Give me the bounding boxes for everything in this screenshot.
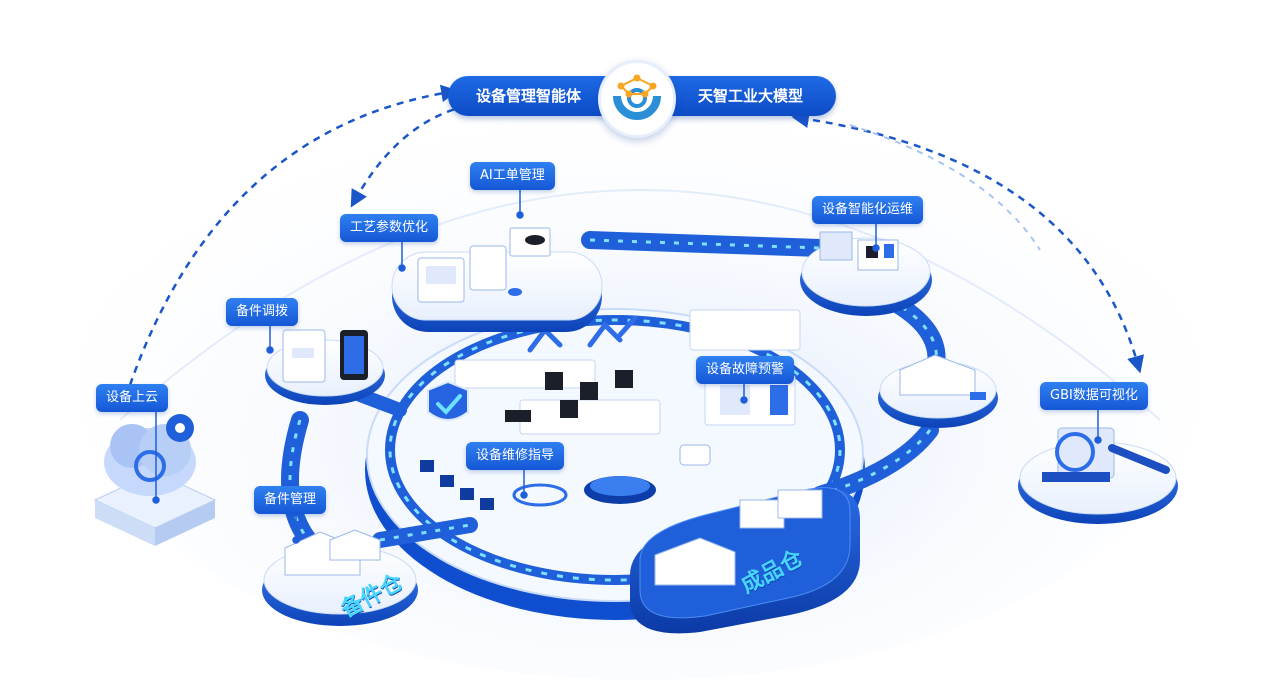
hub-right-label: 天智工业大模型: [658, 76, 836, 116]
label-repair-guide: 设备维修指导: [466, 442, 565, 470]
dashed-connector-process: [350, 103, 471, 208]
conveyor-boxes: [420, 460, 494, 510]
label-gbi-viz: GBI数据可视化: [1040, 382, 1148, 410]
dashed-connector-faint: [849, 124, 1041, 251]
label-smart-ops: 设备智能化运维: [812, 196, 924, 224]
disc-right-warehouse: [878, 354, 998, 428]
main-platform-rim-arrows: [388, 318, 842, 582]
shield-check-icon: [427, 380, 469, 421]
hub-left-label: 设备管理智能体: [448, 76, 628, 116]
disc-smart-ops: [800, 231, 932, 316]
label-pointers: [152, 186, 1102, 544]
label-spare-mgmt: 备件管理: [254, 486, 327, 514]
label-fault-warning: 设备故障预警: [696, 356, 795, 384]
finished-goods-pad: [630, 487, 860, 634]
hub-logo-overlay: [613, 74, 661, 120]
label-ai-work-order: AI工单管理: [470, 162, 555, 190]
label-process-param: 工艺参数优化: [340, 214, 439, 242]
disc-process-param: [391, 227, 603, 332]
track-bottom-left-arrows: [379, 523, 471, 542]
label-device-cloud: 设备上云: [96, 384, 169, 412]
disc-spare-mgmt: [262, 529, 418, 626]
track-link-spare: [353, 388, 407, 417]
factory-machinery: [454, 309, 801, 507]
label-spare-dispatch: 备件调拨: [226, 298, 299, 326]
disc-spare-dispatch: [265, 329, 385, 405]
track-top-arrows: [589, 238, 821, 250]
track-bottom-right-arrows: [819, 429, 932, 497]
dashed-connector-cloud: [128, 84, 459, 386]
